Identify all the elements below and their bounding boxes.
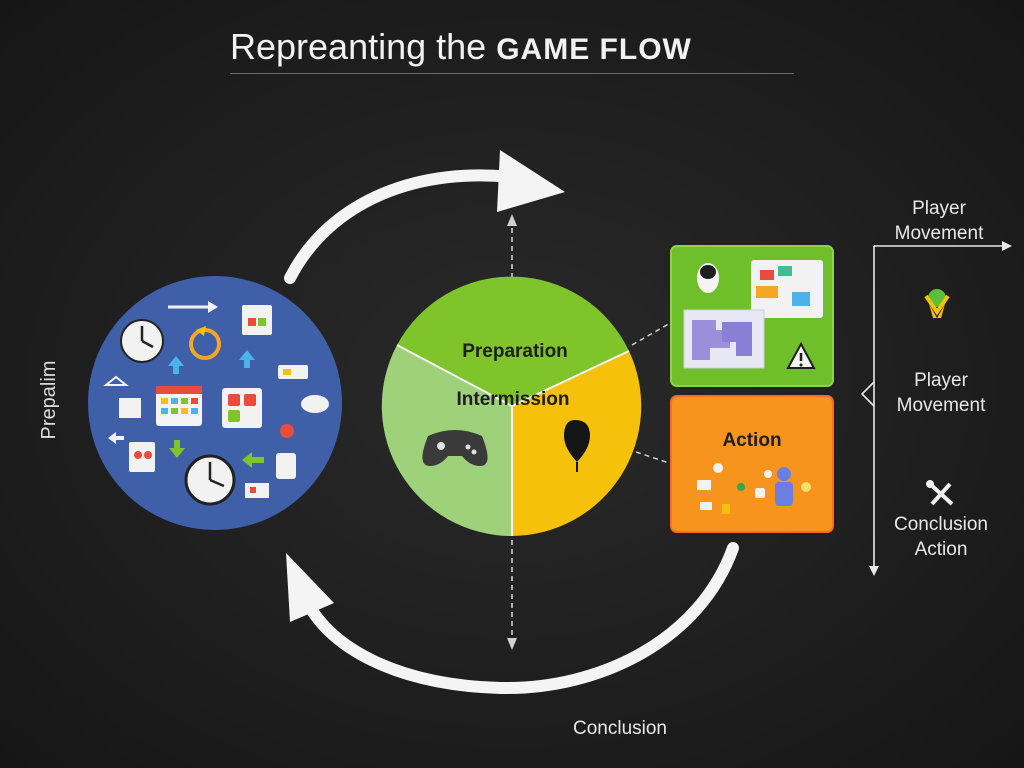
puzzle-map-icon bbox=[683, 309, 765, 369]
player-icon bbox=[775, 467, 793, 506]
title-divider bbox=[230, 73, 794, 74]
recycle-icon bbox=[189, 326, 221, 360]
badge-icon bbox=[280, 424, 294, 438]
arrow-up-icon bbox=[168, 350, 255, 374]
cloud-icon bbox=[301, 395, 329, 413]
connector-green bbox=[631, 321, 673, 346]
label-intermission: Intermission bbox=[457, 389, 570, 410]
arrow-right-icon bbox=[168, 301, 218, 313]
arrow-left-icon bbox=[108, 432, 264, 468]
bottom-label: Conclusion bbox=[573, 718, 667, 739]
clock-icon bbox=[184, 454, 236, 506]
vertical-dashed-axis bbox=[507, 214, 517, 650]
card-green bbox=[670, 245, 834, 387]
stamp-icon bbox=[245, 483, 269, 498]
connector-action bbox=[635, 451, 673, 465]
calendar-icon bbox=[156, 386, 202, 426]
checklist-icon bbox=[222, 388, 262, 428]
label-action: Action bbox=[722, 430, 781, 451]
page-title: Repreanting the GAME FLOW bbox=[230, 26, 794, 68]
folder-icon bbox=[103, 375, 141, 418]
phase-circle: Preparation Intermission bbox=[381, 276, 642, 537]
ticket-icon bbox=[278, 365, 308, 379]
segment-preparation bbox=[397, 276, 629, 406]
title-regular: Repreanting the bbox=[230, 26, 487, 67]
warning-icon bbox=[786, 341, 816, 369]
map-icon bbox=[751, 260, 823, 318]
top-flow-arrow bbox=[284, 150, 565, 284]
right-label-1: Player Movement bbox=[894, 198, 984, 244]
action-items bbox=[697, 463, 811, 514]
label-preparation: Preparation bbox=[462, 341, 568, 362]
card-icon bbox=[129, 442, 155, 472]
right-label-3: Conclusion Action bbox=[894, 514, 988, 560]
clock-icon bbox=[120, 319, 164, 363]
document-icon bbox=[242, 305, 272, 335]
right-bracket bbox=[860, 241, 1012, 576]
tag-icon bbox=[276, 453, 296, 479]
tools-icon bbox=[926, 480, 954, 506]
bottom-flow-arrow bbox=[286, 542, 739, 695]
title-caps: GAME FLOW bbox=[496, 33, 692, 66]
trophy-icon bbox=[924, 289, 950, 318]
penguin-icon bbox=[697, 263, 719, 293]
arrow-down-icon bbox=[169, 440, 185, 458]
preparation-circle bbox=[88, 276, 342, 530]
right-label-2: Player Movement bbox=[896, 370, 986, 416]
map-pin-icon bbox=[564, 420, 590, 472]
gamepad-icon bbox=[422, 430, 488, 466]
card-action: Action bbox=[670, 395, 834, 533]
